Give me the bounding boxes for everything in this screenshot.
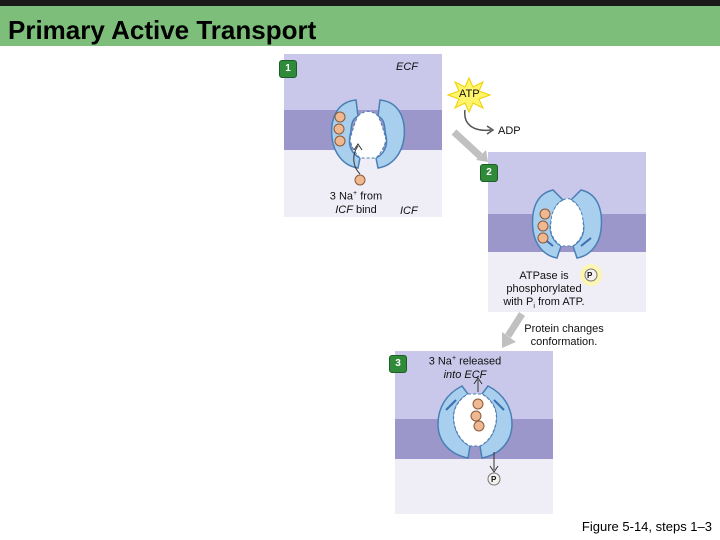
sodium-pump-open-extra bbox=[437, 385, 513, 459]
atp-to-adp-arrow bbox=[464, 109, 495, 135]
phosphate-label: P bbox=[587, 271, 593, 280]
step2-note: ATPase is phosphorylated with Pi from AT… bbox=[503, 270, 585, 311]
atp-burst-icon bbox=[446, 76, 492, 114]
sodium-ions bbox=[333, 111, 346, 147]
step2-panel bbox=[488, 152, 646, 312]
atp-label: ATP bbox=[459, 88, 480, 100]
step2-to-step3-arrow bbox=[502, 312, 525, 348]
page-title: Primary Active Transport bbox=[8, 15, 317, 45]
step3-badge: 3 bbox=[389, 355, 407, 373]
step2-badge: 2 bbox=[480, 164, 498, 182]
ecf-label: ECF bbox=[396, 61, 418, 73]
icf-region bbox=[395, 459, 553, 514]
step1-badge: 1 bbox=[279, 60, 297, 78]
released-ions bbox=[470, 377, 485, 432]
phosphate-icon bbox=[580, 264, 602, 286]
step1-note-text: 3 Na bbox=[329, 190, 354, 203]
title-bar: Primary Active Transport bbox=[0, 0, 720, 46]
incoming-ion bbox=[353, 143, 366, 186]
conformation-note: Protein changes conformation. bbox=[524, 323, 604, 348]
phosphate-icon bbox=[487, 472, 501, 486]
icf-label: ICF bbox=[400, 205, 418, 217]
step3-panel bbox=[395, 351, 553, 514]
adp-label: ADP bbox=[498, 125, 521, 137]
figure-caption: Figure 5-14, steps 1–3 bbox=[581, 519, 712, 534]
step3-note: 3 Na+ released into ECF bbox=[428, 355, 502, 381]
step1-to-step2-arrow bbox=[451, 129, 488, 162]
sodium-ions bbox=[537, 208, 551, 244]
phosphate-label: P bbox=[491, 475, 497, 484]
icf-region bbox=[488, 252, 646, 312]
released-phosphate-arrow bbox=[489, 452, 499, 473]
step1-note: 3 Na+ from ICF bind bbox=[329, 190, 383, 216]
